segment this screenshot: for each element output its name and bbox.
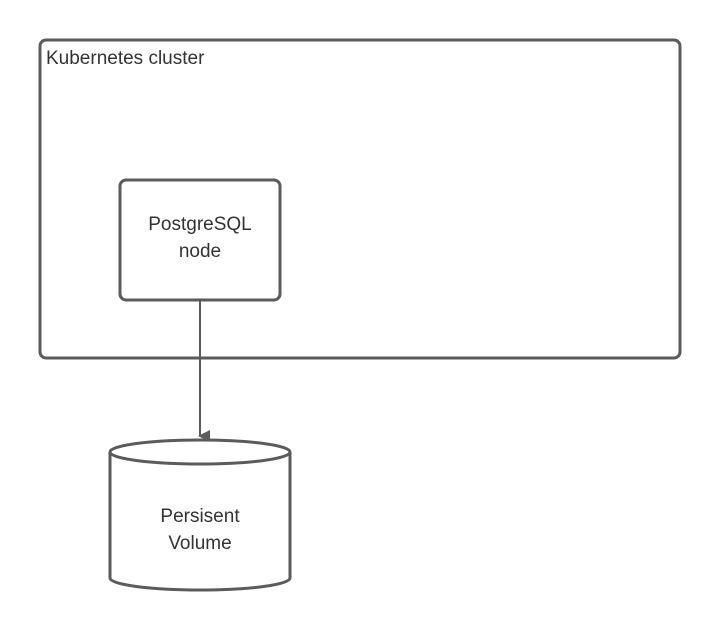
postgresql-node[interactable]: PostgreSQL node	[118, 178, 282, 302]
kubernetes-cluster-label: Kubernetes cluster	[46, 48, 205, 69]
persistent-volume-label-line2: Volume	[168, 533, 231, 554]
postgresql-node-label-line2: node	[179, 241, 221, 262]
persistent-volume-top	[108, 438, 292, 466]
persistent-volume[interactable]: Persisent Volume	[108, 438, 292, 592]
postgresql-node-box	[118, 178, 282, 302]
persistent-volume-label-line1: Persisent	[160, 506, 240, 527]
postgresql-node-label-line1: PostgreSQL	[148, 214, 252, 235]
persistent-volume-body	[108, 452, 292, 592]
